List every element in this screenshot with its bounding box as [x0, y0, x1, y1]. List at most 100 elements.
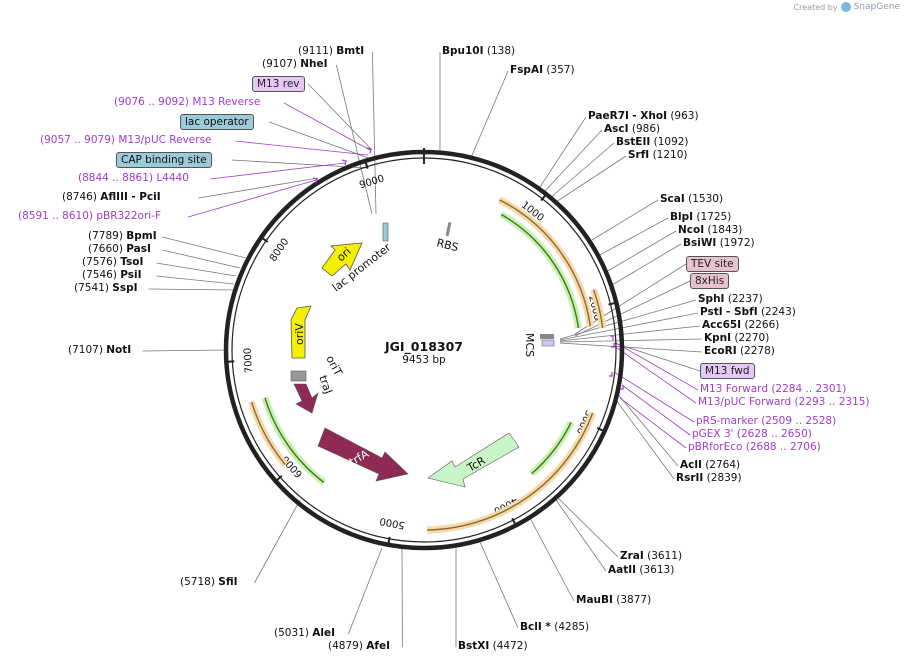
- plasmid-length: 9453 bp: [402, 354, 446, 366]
- site-extra: - SbfI: [726, 306, 758, 318]
- site-name: PsiI: [120, 269, 142, 281]
- site-label-fspai: FspAI (357): [510, 64, 575, 77]
- site-leader: [162, 236, 247, 259]
- primer-hooks: [312, 147, 624, 390]
- site-position: (7541): [74, 282, 109, 294]
- site-position: (7576): [82, 256, 117, 268]
- site-position: (7107): [68, 344, 103, 356]
- site-label-pasi: (7660) PasI: [88, 243, 151, 256]
- site-position: (9111): [298, 45, 333, 57]
- site-name: NheI: [300, 58, 328, 70]
- mcs-mark: [540, 334, 554, 339]
- site-label-aatii: AatII (3613): [608, 564, 674, 577]
- site-leader: [469, 70, 509, 161]
- site-leader: [557, 497, 619, 558]
- primer-leader: [621, 384, 691, 436]
- snapgene-brand: Created by SnapGene: [794, 2, 900, 12]
- feature-box-his_box: 8xHis: [690, 273, 730, 289]
- site-name: BstEII: [616, 136, 651, 148]
- site-label-bsiwi: BsiWI (1972): [683, 237, 755, 250]
- site-name: AclI: [680, 459, 702, 471]
- site-position: (1530): [688, 193, 724, 205]
- site-name: BmtI: [336, 45, 365, 57]
- primer-label-m13rev: (9076 .. 9092) M13 Reverse: [114, 96, 261, 108]
- site-name: KpnI: [704, 332, 732, 344]
- site-leader: [559, 342, 703, 353]
- site-position: (2243): [760, 306, 796, 318]
- primer-leader: [283, 102, 371, 151]
- site-leader: [555, 499, 607, 572]
- site-leader: [479, 541, 519, 629]
- tick-mark: [608, 301, 619, 306]
- site-position: (3877): [616, 594, 652, 606]
- site-label-rsrii: RsrII (2839): [676, 472, 742, 485]
- site-name: SrfI: [628, 149, 650, 161]
- site-name: PstI: [700, 306, 723, 318]
- traJ-label: traJ: [316, 374, 335, 396]
- site-leader: [156, 275, 235, 285]
- site-name: PaeR7I: [588, 110, 629, 122]
- site-leader: [543, 129, 603, 193]
- primer-label-pgex: pGEX 3' (2628 .. 2650): [692, 428, 812, 440]
- site-leader: [156, 262, 237, 277]
- site-position: (4285): [554, 621, 590, 633]
- orf-arc-lower: [427, 412, 594, 531]
- primer-leader: [619, 397, 687, 449]
- site-label-psti: PstI - SbfI (2243): [700, 306, 796, 319]
- tick-mark: [511, 517, 518, 528]
- traJ-feature: [293, 383, 319, 414]
- site-leader: [605, 230, 677, 273]
- tick-mark: [258, 235, 269, 243]
- site-position: (1210): [652, 149, 688, 161]
- site-label-sspi: (7541) SspI: [74, 282, 138, 295]
- ori-feature: [321, 242, 363, 277]
- site-name: RsrII: [676, 472, 704, 484]
- tick-mark: [224, 360, 235, 363]
- site-label-zrai: ZraI (3611): [620, 550, 682, 563]
- site-leader: [142, 349, 227, 352]
- site-name: FspAI: [510, 64, 543, 76]
- orf-arcs: [248, 196, 607, 534]
- site-position: (357): [546, 64, 575, 76]
- site-name: NotI: [106, 344, 132, 356]
- primer-leader: [210, 162, 346, 180]
- site-position: (7789): [88, 230, 123, 242]
- box-leader: [613, 342, 701, 372]
- site-label-srfi: SrfI (1210): [628, 149, 687, 162]
- site-label-ecori: EcoRI (2278): [704, 345, 775, 358]
- site-position: (963): [670, 110, 699, 122]
- primer-label-l4440: (8844 .. 8861) L4440: [78, 172, 189, 184]
- site-leader: [559, 312, 699, 341]
- tick-label: 9000: [358, 173, 386, 191]
- tick-mark: [273, 475, 283, 484]
- site-label-tsoi: (7576) TsoI: [82, 256, 143, 269]
- site-leader: [148, 288, 235, 291]
- site-leader: [615, 391, 679, 467]
- site-name: ScaI: [660, 193, 685, 205]
- site-label-sfii: (5718) SfiI: [180, 576, 238, 589]
- site-leader: [254, 499, 301, 584]
- orf-arc-green: [500, 213, 580, 329]
- site-leader: [348, 547, 383, 635]
- tick-mark: [363, 158, 369, 169]
- primer-leader: [235, 140, 369, 156]
- site-label-paer7i: PaeR7I - XhoI (963): [588, 110, 699, 123]
- site-label-scai: ScaI (1530): [660, 193, 723, 206]
- feature-box-tev_box: TEV site: [686, 256, 739, 272]
- site-name: AatII: [608, 564, 637, 576]
- oriT-mark: [290, 370, 307, 382]
- site-label-noti: (7107) NotI: [68, 344, 131, 357]
- tick-label: 7000: [243, 347, 255, 373]
- site-position: (2266): [744, 319, 780, 331]
- site-leader: [549, 142, 615, 199]
- site-leader: [597, 217, 669, 257]
- primer-label-m13puc_fwd: M13/pUC Forward (2293 .. 2315): [698, 396, 870, 408]
- site-name: Bpu10I: [442, 45, 484, 57]
- site-position: (5031): [274, 627, 309, 639]
- site-label-bpu10i: Bpu10I (138): [442, 45, 515, 58]
- site-leader: [162, 249, 241, 269]
- site-position: (9107): [262, 58, 297, 70]
- site-extra: - XhoI: [632, 110, 667, 122]
- site-leader: [559, 338, 703, 343]
- site-label-bsteii: BstEII (1092): [616, 136, 689, 149]
